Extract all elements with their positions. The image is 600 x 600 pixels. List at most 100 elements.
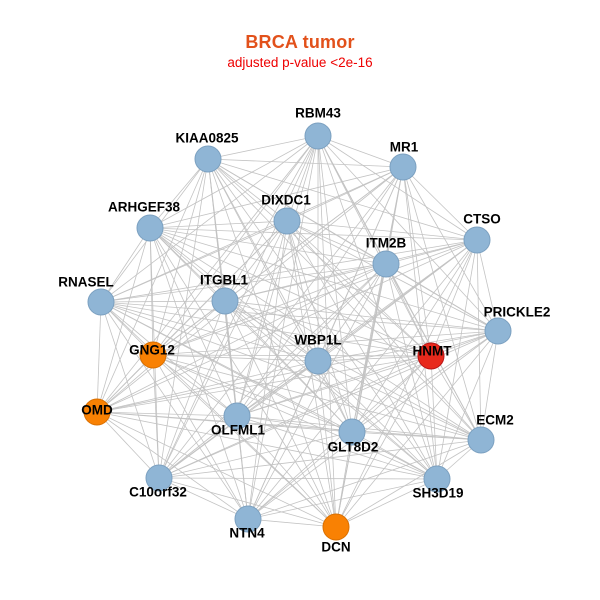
- network-node-DIXDC1: [273, 207, 301, 235]
- network-edge: [149, 227, 499, 332]
- network-edge: [236, 135, 319, 417]
- network-edge: [317, 360, 438, 480]
- network-edge: [149, 227, 482, 441]
- network-edge: [100, 135, 319, 303]
- network-edge: [351, 431, 482, 441]
- network-node-label-GLT8D2: GLT8D2: [328, 440, 379, 455]
- network-node-ITM2B: [372, 250, 400, 278]
- network-edge: [224, 300, 482, 441]
- network-node-CTSO: [463, 226, 491, 254]
- network-edge: [317, 135, 337, 528]
- network-node-DCN: [322, 513, 350, 541]
- network-edge: [236, 220, 288, 417]
- network-edge: [402, 166, 482, 441]
- network-edge: [100, 301, 249, 520]
- network-edge: [149, 220, 288, 229]
- network-edge: [317, 355, 432, 362]
- plot-subtitle: adjusted p-value <2e-16: [227, 55, 373, 70]
- network-node-MR1: [389, 153, 417, 181]
- network-edge: [236, 415, 337, 528]
- network-node-GNG12: [139, 341, 167, 369]
- network-edge: [152, 263, 387, 356]
- network-node-ARHGEF38: [136, 214, 164, 242]
- network-node-label-PRICKLE2: PRICKLE2: [484, 305, 551, 320]
- network-edge: [158, 477, 249, 520]
- network-edge: [247, 431, 353, 520]
- network-node-NTN4: [234, 505, 262, 533]
- network-node-label-RBM43: RBM43: [295, 106, 341, 121]
- network-edge: [351, 431, 438, 480]
- network-node-label-DIXDC1: DIXDC1: [261, 193, 311, 208]
- network-edge: [96, 411, 238, 417]
- network-node-label-SH3D19: SH3D19: [412, 486, 463, 501]
- network-edge: [149, 166, 404, 229]
- network-edge: [436, 330, 499, 480]
- network-edge: [100, 301, 432, 357]
- network-edge: [286, 220, 387, 265]
- network-edge: [480, 330, 499, 441]
- network-edge: [152, 330, 499, 356]
- network-node-label-ITGBL1: ITGBL1: [200, 273, 248, 288]
- network-edge: [158, 415, 238, 479]
- network-node-label-ARHGEF38: ARHGEF38: [108, 200, 181, 215]
- network-edge: [430, 355, 482, 441]
- network-edge: [224, 300, 319, 362]
- network-node-label-MR1: MR1: [390, 140, 419, 155]
- network-edge: [158, 477, 438, 480]
- network-edge: [96, 411, 353, 433]
- network-edge: [152, 354, 249, 520]
- network-edge: [96, 158, 209, 413]
- network-edge: [100, 301, 438, 480]
- network-edge: [158, 220, 288, 479]
- network-edge: [207, 158, 438, 480]
- network-node-HNMT: [417, 342, 445, 370]
- network-node-label-KIAA0825: KIAA0825: [175, 131, 239, 146]
- network-edge: [335, 478, 438, 528]
- network-edge: [335, 239, 478, 528]
- network-edge: [158, 135, 319, 479]
- network-edge: [152, 354, 353, 433]
- network-edge: [385, 263, 499, 332]
- network-edge: [149, 227, 387, 265]
- network-edge: [286, 135, 319, 222]
- network-node-WBP1L: [304, 347, 332, 375]
- network-edge: [152, 158, 209, 356]
- network-edge: [286, 220, 482, 441]
- network-edge: [385, 263, 432, 357]
- network-edge: [96, 301, 102, 413]
- network-edge: [224, 300, 337, 528]
- network-node-label-ITM2B: ITM2B: [366, 236, 407, 251]
- network-edge: [152, 354, 438, 480]
- network-node-KIAA0825: [194, 145, 222, 173]
- network-edge: [286, 220, 478, 241]
- network-edge: [236, 360, 319, 417]
- network-edge: [100, 239, 478, 303]
- network-edge: [236, 330, 499, 417]
- network-edge: [100, 301, 499, 332]
- network-edge: [149, 227, 249, 520]
- network-edge: [335, 263, 387, 528]
- network-edge: [335, 355, 432, 528]
- network-node-label-RNASEL: RNASEL: [58, 275, 114, 290]
- network-edge: [158, 477, 337, 528]
- network-node-OLFML1: [223, 402, 251, 430]
- network-edge: [286, 220, 432, 357]
- network-edge: [247, 355, 432, 520]
- network-node-label-HNMT: HNMT: [413, 344, 453, 359]
- network-node-ITGBL1: [211, 287, 239, 315]
- network-edge: [476, 239, 482, 441]
- network-node-ECM2: [467, 426, 495, 454]
- network-node-label-GNG12: GNG12: [129, 343, 175, 358]
- network-edge: [152, 239, 478, 356]
- network-edge: [351, 355, 432, 433]
- network-edge: [236, 166, 404, 417]
- network-edge: [100, 263, 387, 303]
- network-edge: [402, 166, 438, 480]
- network-edge: [152, 354, 482, 441]
- network-edge: [100, 220, 288, 303]
- network-edge: [236, 263, 387, 417]
- network-edge: [149, 227, 478, 241]
- network-edge: [224, 263, 387, 302]
- network-node-label-OMD: OMD: [81, 403, 113, 418]
